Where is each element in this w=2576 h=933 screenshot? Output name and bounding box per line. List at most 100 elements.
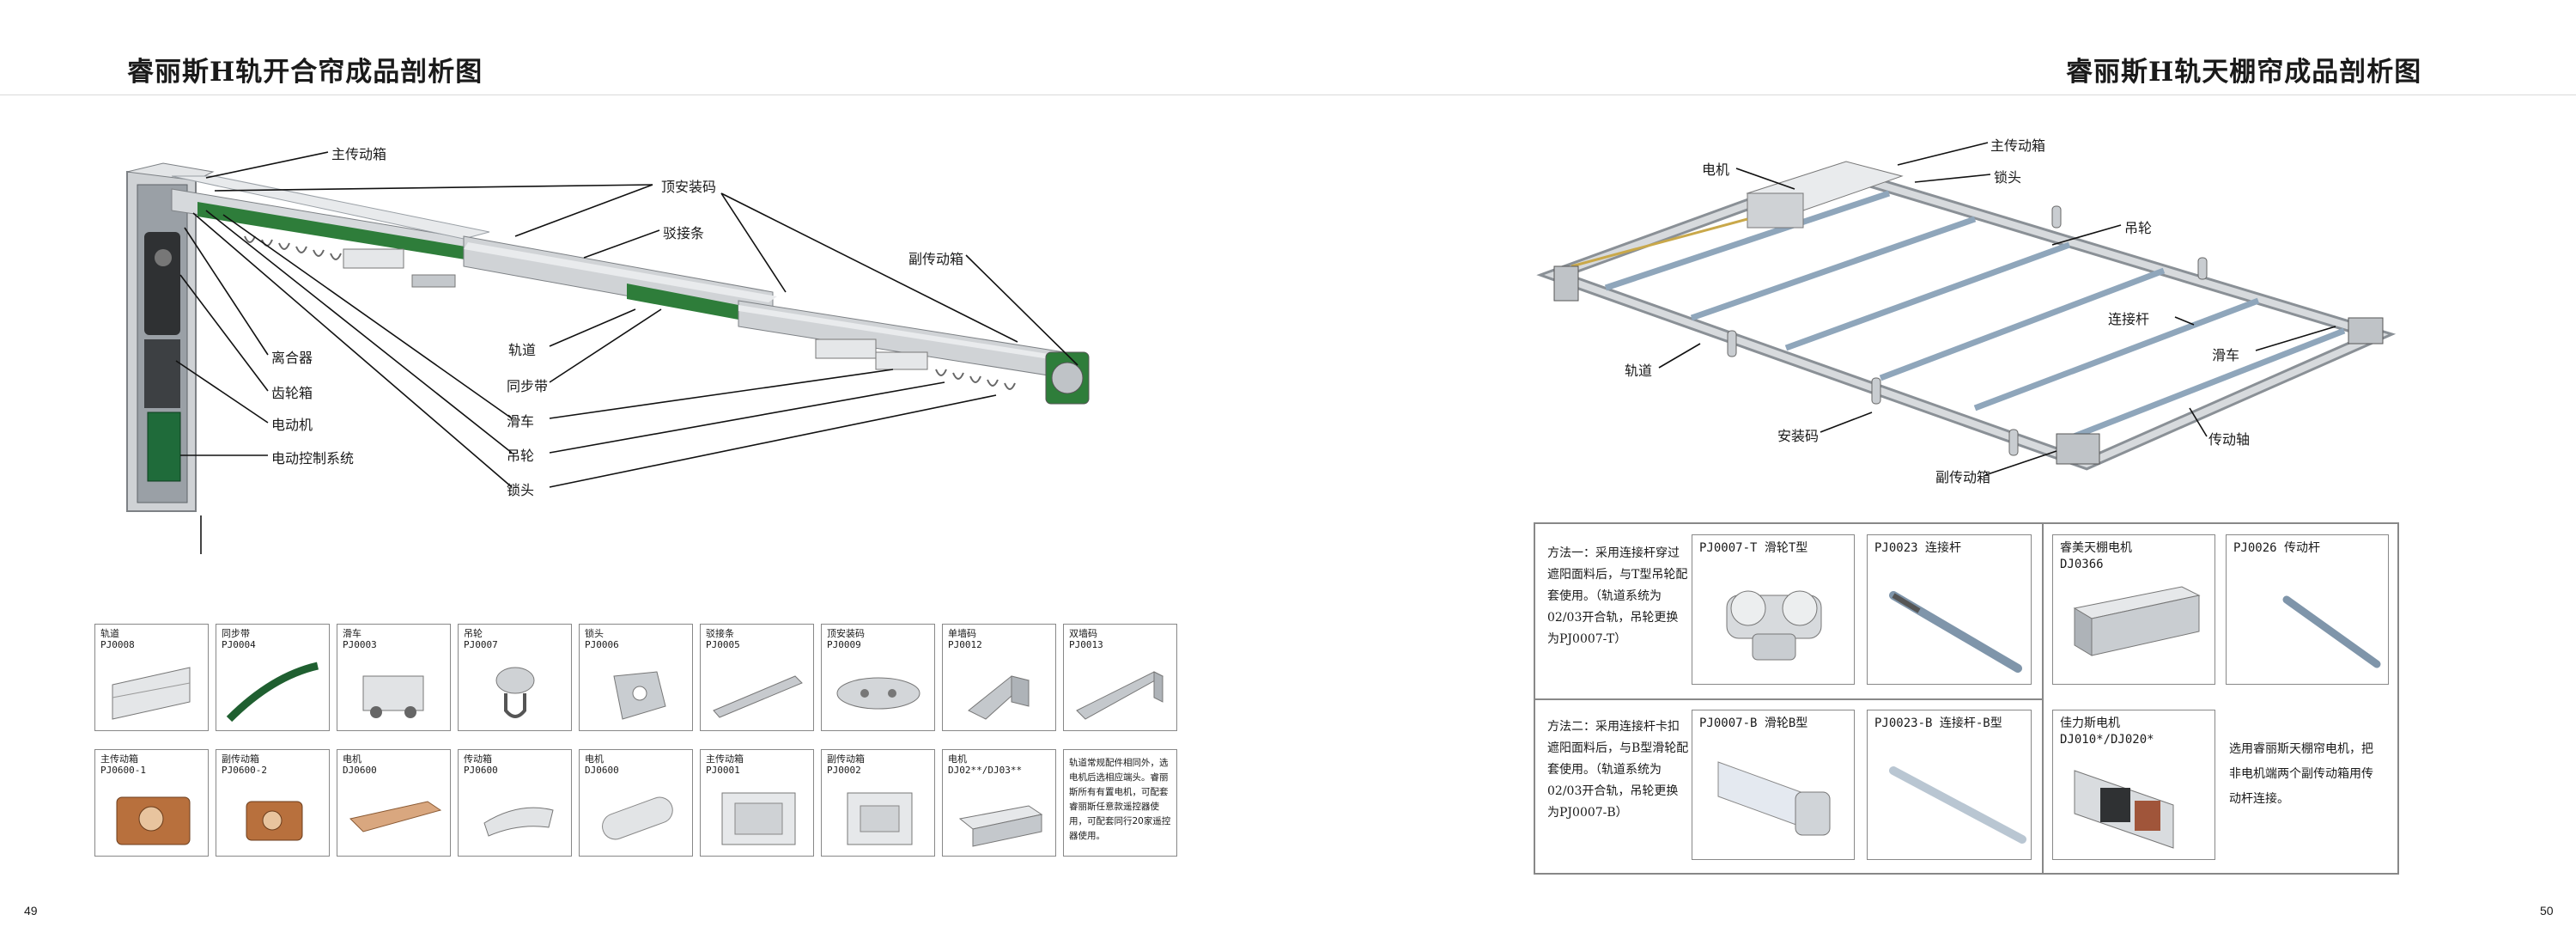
callout-leader-lines	[175, 151, 1078, 488]
parts-note: 轨道常规配件相同外，选电机后选相应端头。睿丽斯所有有置电机，可配套睿丽斯任意款遥…	[1063, 749, 1177, 857]
motor-box-icon	[958, 805, 1043, 847]
callout-r-carriage: 滑车	[2212, 347, 2240, 363]
part-code: PJ0006	[585, 639, 619, 650]
lock-head-icon	[613, 671, 666, 720]
callout-r-connecting-rod: 连接杆	[2108, 311, 2150, 327]
part-name: 副传动箱	[827, 753, 865, 765]
part-name: 电机	[948, 753, 967, 765]
part-code: PJ0600-1	[100, 765, 146, 776]
left-page-number: 49	[24, 904, 38, 918]
part-code: PJ0009	[827, 639, 861, 650]
callout-top-mount: 顶安装码	[661, 179, 717, 195]
hanger-wheel-icon	[495, 667, 535, 718]
callout-track: 轨道	[508, 342, 537, 358]
t-wheel-icon	[1726, 590, 1822, 661]
cell-skylight-motor: 睿美天棚电机 DJ0366	[2052, 534, 2215, 685]
callout-gearbox: 齿轮箱	[271, 385, 313, 401]
motor-bar-icon	[349, 801, 442, 832]
callout-r-hanger: 吊轮	[2124, 220, 2153, 236]
main-drive-box-icon	[116, 796, 191, 845]
cell-jls-motor-name: 佳力斯电机	[2060, 717, 2120, 730]
part-code: DJ02**/DJ03**	[948, 765, 1023, 776]
table-divider-v	[2042, 524, 2044, 873]
callout-control-system: 电动控制系统	[271, 450, 355, 466]
callout-belt: 同步带	[507, 378, 549, 394]
part-name: 同步带	[222, 628, 250, 639]
sub-drive-box-icon	[246, 801, 303, 841]
jls-motor-icon	[2074, 770, 2174, 849]
connecting-rod-icon	[1889, 591, 2022, 673]
part-name: 双墙码	[1069, 628, 1097, 639]
callout-lock: 锁头	[507, 482, 535, 498]
callout-r-sub-box: 副传动箱	[1935, 469, 1991, 485]
callout-joint-strip: 驳接条	[663, 225, 705, 241]
cell-rod-label: PJ0023 连接杆	[1874, 541, 1962, 555]
callout-r-mount: 安装码	[1777, 428, 1820, 444]
right-callout-leader-lines	[1658, 142, 2336, 476]
b-rod-icon	[1889, 766, 2026, 844]
track-profile-icon	[112, 667, 191, 720]
joint-strip-icon	[713, 675, 803, 718]
part-code: PJ0013	[1069, 639, 1103, 650]
part-code: PJ0003	[343, 639, 377, 650]
b-wheel-icon	[1717, 761, 1831, 836]
callout-r-motor: 电机	[1702, 162, 1730, 178]
drive-box-icon	[483, 807, 554, 837]
table-divider-h	[1535, 698, 2042, 700]
part-name: 主传动箱	[100, 753, 138, 765]
track-right-segment	[738, 300, 1090, 405]
part-name: 副传动箱	[222, 753, 259, 765]
curtain-track-exploded-diagram	[126, 151, 1090, 554]
cell-t-wheel-label: PJ0007-T 滑轮T型	[1699, 541, 1808, 555]
cell-drive-rod: PJ0026 传动杆	[2226, 534, 2389, 685]
part-code: PJ0005	[706, 639, 740, 650]
method-two-text: 方法二：采用连接杆卡扣遮阳面料后，与B型滑轮配套使用。（轨道系统为02/03开合…	[1547, 720, 1689, 820]
part-name: 传动箱	[464, 753, 492, 765]
timing-belt-icon	[226, 662, 319, 723]
cell-jls-motor-code: DJ010*/DJ020*	[2060, 733, 2154, 747]
callout-clutch: 离合器	[271, 350, 313, 366]
hanger-wheels	[244, 235, 1016, 390]
cell-jls-motor: 佳力斯电机 DJ010*/DJ020*	[2052, 710, 2215, 860]
cell-skylight-motor-name: 睿美天棚电机	[2060, 541, 2132, 555]
carriage-icon	[362, 675, 424, 718]
part-code: PJ0004	[222, 639, 256, 650]
part-name: 电机	[585, 753, 604, 765]
cell-connecting-rod: PJ0023 连接杆	[1867, 534, 2032, 685]
part-name: 顶安装码	[827, 628, 865, 639]
part-code: DJ0600	[343, 765, 377, 776]
callout-motor: 电动机	[271, 417, 313, 433]
track-left-segment	[171, 175, 490, 262]
part-code: DJ0600	[585, 765, 619, 776]
part-code: PJ0600-2	[222, 765, 267, 776]
double-wall-bracket-icon	[1076, 671, 1164, 720]
top-bracket-icon	[836, 677, 920, 710]
skylight-frame	[1536, 161, 2397, 471]
right-page-title: 睿丽斯H轨天棚帘成品剖析图	[2066, 57, 2422, 88]
part-name: 锁头	[585, 628, 604, 639]
part-name: 吊轮	[464, 628, 483, 639]
part-code: PJ0012	[948, 639, 982, 650]
skylight-options-table: 方法一：采用连接杆穿过遮阳面料后，与T型吊轮配套使用。（轨道系统为02/03开合…	[1534, 522, 2399, 875]
right-page-number: 50	[2540, 904, 2554, 918]
cell-b-wheel-label: PJ0007-B 滑轮B型	[1699, 717, 1808, 730]
left-page-title: 睿丽斯H轨开合帘成品剖析图	[127, 57, 483, 88]
single-wall-bracket-icon	[968, 675, 1030, 720]
part-name: 轨道	[100, 628, 119, 639]
method-one-text: 方法一：采用连接杆穿过遮阳面料后，与T型吊轮配套使用。（轨道系统为02/03开合…	[1547, 546, 1688, 646]
motor-tube-icon	[602, 796, 673, 840]
